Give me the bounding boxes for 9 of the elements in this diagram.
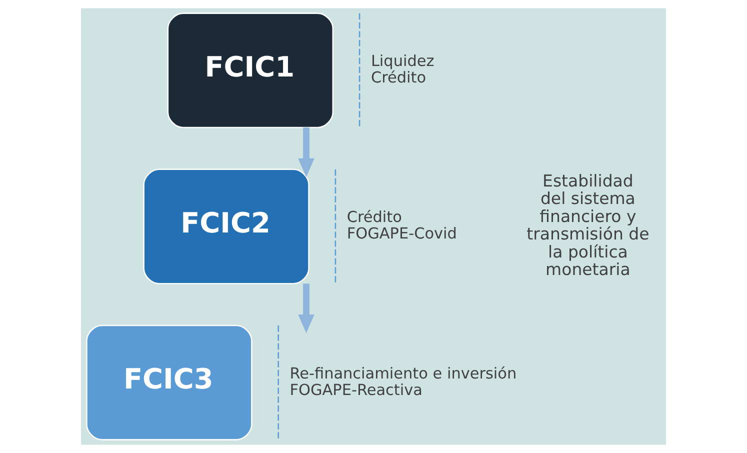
node-label: Re-financiamiento e inversión xyxy=(290,364,517,382)
arrow xyxy=(298,128,314,178)
arrow xyxy=(298,284,314,334)
node-label: Crédito xyxy=(370,68,426,87)
label: Estabilidad del sistema financiero y transmisión de la política monetaria xyxy=(526,171,650,280)
node-label: FOGAPE-Covid xyxy=(346,224,457,243)
node-label: Liquidez xyxy=(370,52,434,70)
node-label: FOGAPE-Reactiva xyxy=(290,380,422,399)
node-label: Crédito xyxy=(346,208,402,226)
